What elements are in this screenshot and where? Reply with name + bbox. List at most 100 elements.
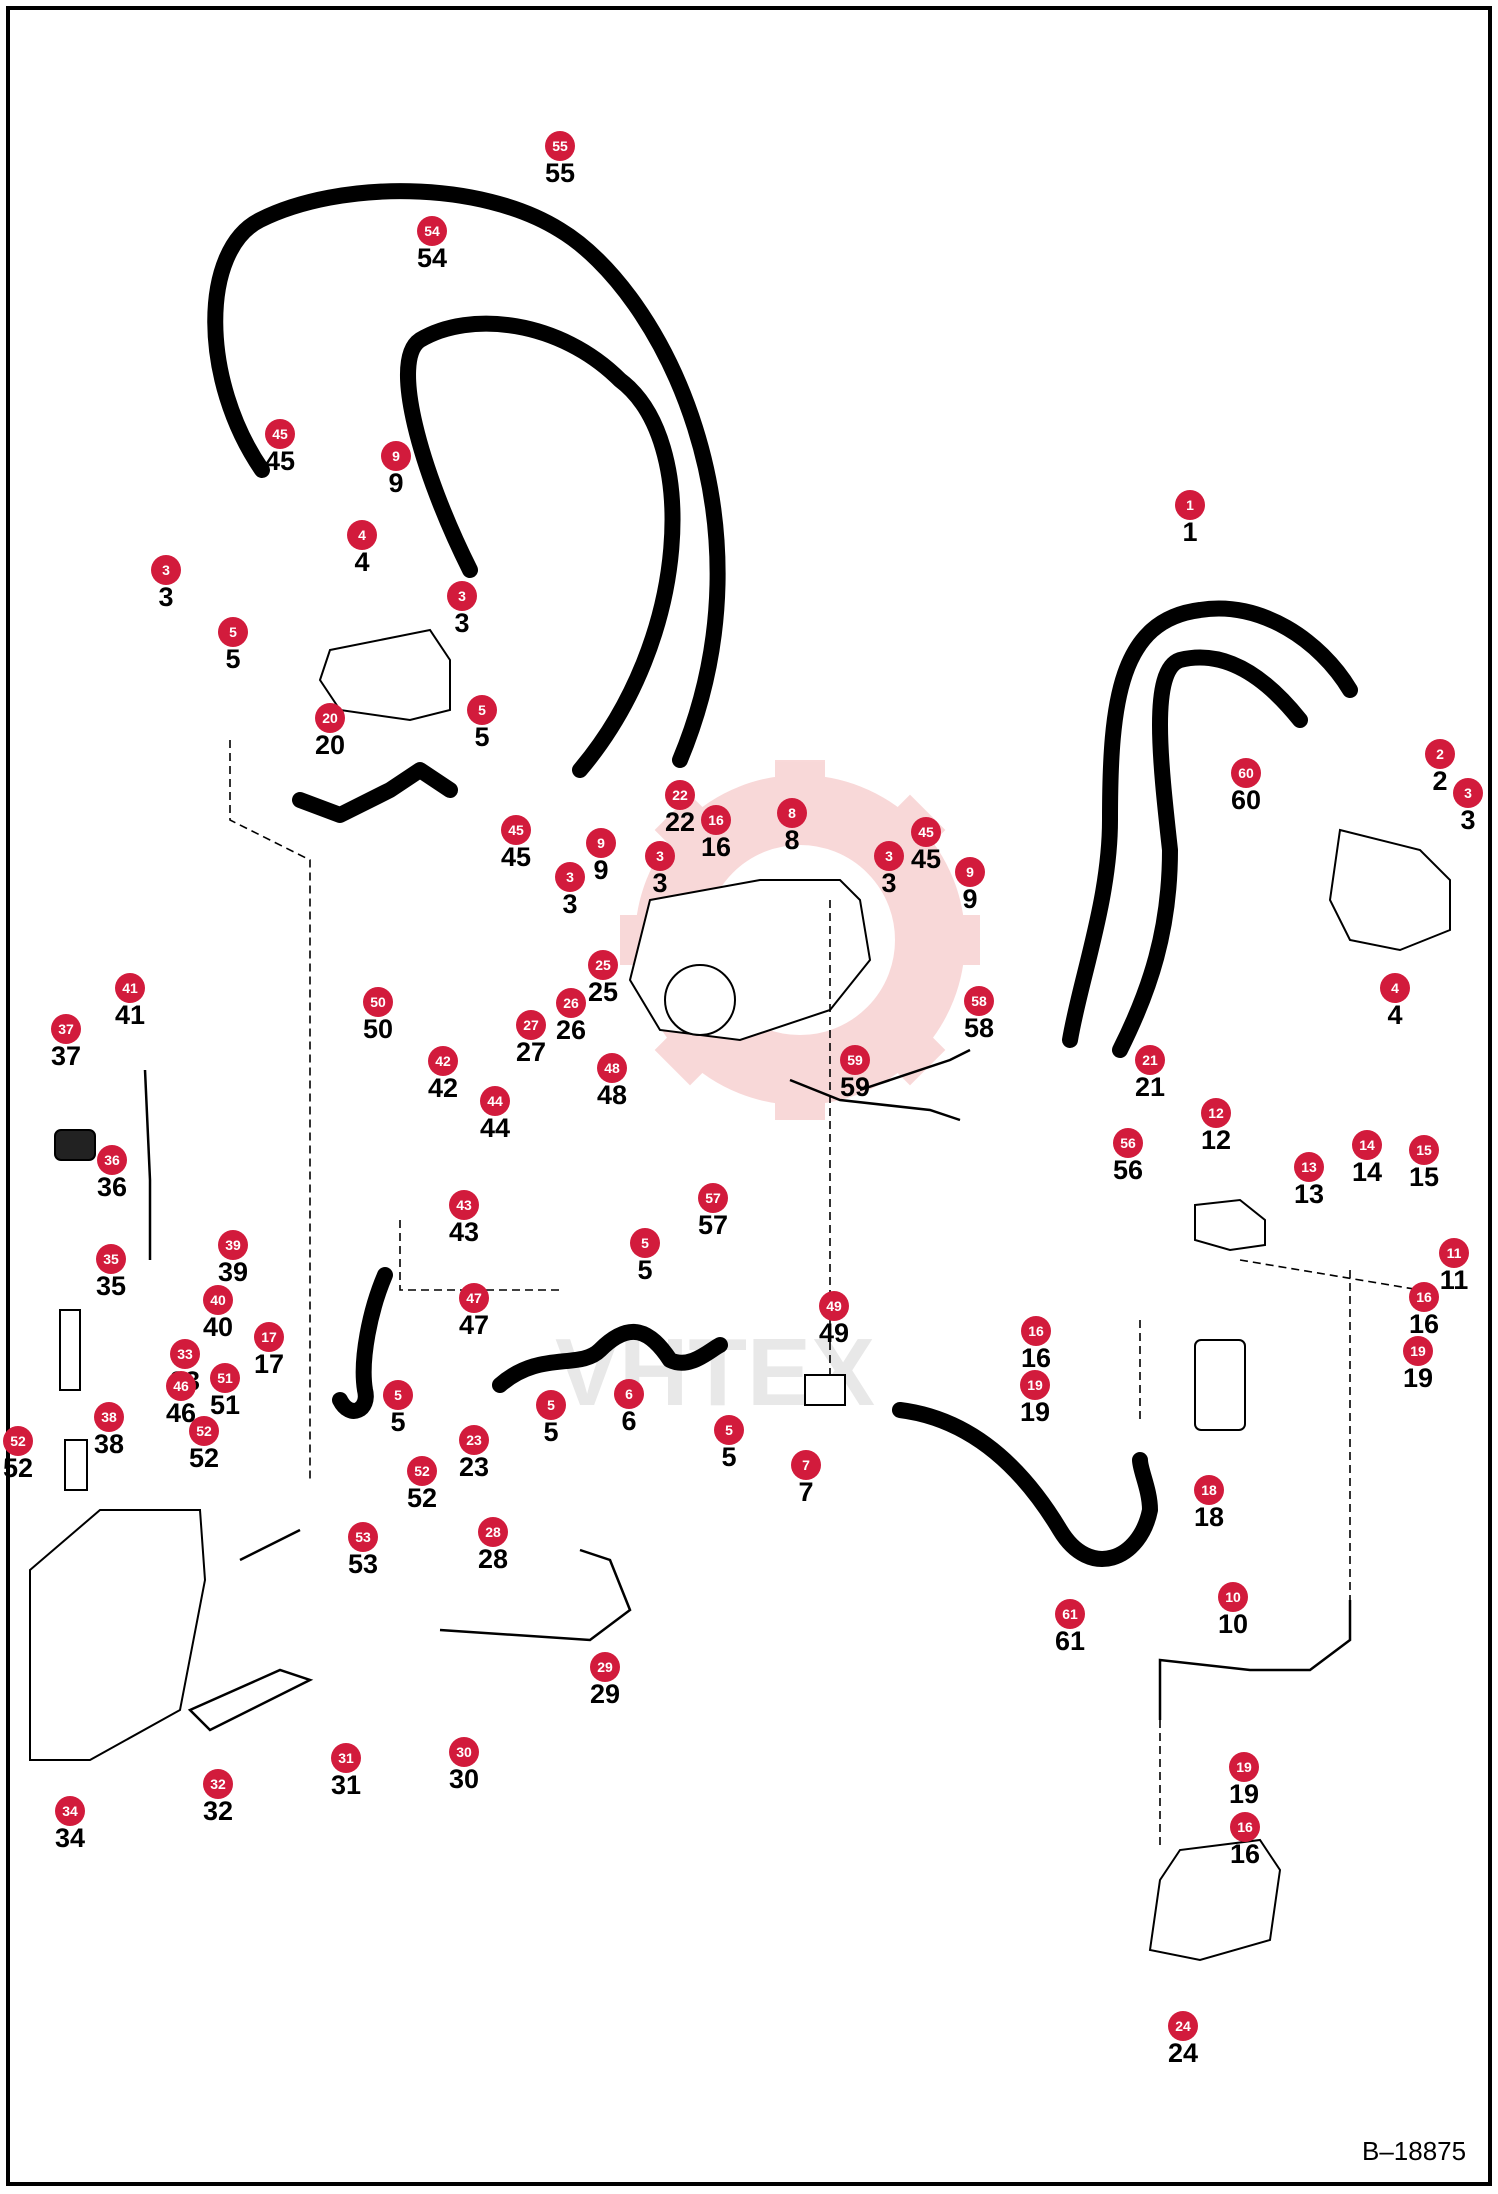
callout-badge-number: 59 bbox=[847, 1052, 863, 1068]
part-number-label: 9 bbox=[962, 884, 977, 914]
callout-badge-number: 34 bbox=[62, 1803, 78, 1819]
callout-badge bbox=[467, 695, 497, 725]
callout-badge-number: 41 bbox=[122, 980, 138, 996]
part-number-label: 6 bbox=[621, 1406, 636, 1436]
callout-badge-number: 37 bbox=[58, 1021, 74, 1037]
part-number-label: 16 bbox=[1409, 1309, 1439, 1339]
filter-18 bbox=[1194, 1339, 1246, 1431]
callout-badge-number: 45 bbox=[508, 822, 524, 838]
tube-59 bbox=[789, 1078, 961, 1122]
callout-badge bbox=[447, 581, 477, 611]
callout-badge-number: 23 bbox=[466, 1432, 482, 1448]
callout-badge bbox=[1201, 1098, 1231, 1128]
assembly-lines bbox=[229, 740, 1421, 1850]
callout-badge-number: 3 bbox=[458, 588, 466, 604]
callout-badge bbox=[714, 1415, 744, 1445]
part-number-label: 4 bbox=[354, 547, 369, 577]
callout-badge-number: 4 bbox=[1391, 980, 1399, 996]
part-number-label: 16 bbox=[701, 832, 731, 862]
callout-badge-number: 16 bbox=[1028, 1323, 1044, 1339]
callout-2: 22 bbox=[1425, 739, 1455, 796]
part-number-label: 17 bbox=[254, 1349, 284, 1379]
callout-badge-number: 4 bbox=[358, 527, 366, 543]
callout-badge-number: 5 bbox=[641, 1235, 649, 1251]
callout-badge-number: 29 bbox=[597, 1659, 613, 1675]
part-number-label: 19 bbox=[1403, 1363, 1433, 1393]
callout-6: 66 bbox=[614, 1379, 644, 1436]
part-number-label: 16 bbox=[1230, 1839, 1260, 1869]
part-number-label: 9 bbox=[388, 468, 403, 498]
part-number-label: 51 bbox=[210, 1390, 240, 1420]
callout-badge-number: 20 bbox=[322, 710, 338, 726]
callout-badge bbox=[166, 1371, 196, 1401]
callout-3: 33 bbox=[555, 862, 585, 919]
callout-badge bbox=[254, 1322, 284, 1352]
callout-badge-number: 24 bbox=[1175, 2018, 1191, 2034]
callout-5: 55 bbox=[218, 617, 248, 674]
callout-badge bbox=[1168, 2011, 1198, 2041]
part-number-label: 2 bbox=[1432, 766, 1447, 796]
part-number-label: 7 bbox=[798, 1477, 813, 1507]
callout-badge-number: 19 bbox=[1236, 1759, 1252, 1775]
shield-32 bbox=[187, 1668, 314, 1732]
tube-58 bbox=[859, 1048, 971, 1092]
callout-badge bbox=[218, 1230, 248, 1260]
callout-badge-number: 2 bbox=[1436, 746, 1444, 762]
callout-5: 55 bbox=[714, 1415, 744, 1472]
part-number-label: 38 bbox=[94, 1429, 124, 1459]
callout-badge-number: 55 bbox=[552, 138, 568, 154]
callout-badge bbox=[170, 1339, 200, 1369]
drawing-border bbox=[6, 6, 1492, 2186]
part-number-label: 9 bbox=[593, 855, 608, 885]
callout-badge bbox=[1352, 1130, 1382, 1160]
callout-badge bbox=[94, 1402, 124, 1432]
callout-badge bbox=[1020, 1370, 1050, 1400]
callout-badge bbox=[151, 555, 181, 585]
callout-badge bbox=[556, 988, 586, 1018]
part-number-label: 52 bbox=[407, 1483, 437, 1513]
callout-badge-number: 1 bbox=[1186, 497, 1194, 513]
part-number-label: 48 bbox=[597, 1080, 627, 1110]
part-number-label: 13 bbox=[1294, 1179, 1324, 1209]
callout-badge-number: 6 bbox=[625, 1386, 633, 1402]
cap-37 bbox=[54, 1129, 96, 1161]
callout-badge-number: 15 bbox=[1416, 1142, 1432, 1158]
callout-badge bbox=[1113, 1128, 1143, 1158]
callout-badge-number: 48 bbox=[604, 1060, 620, 1076]
callout-badge bbox=[348, 1522, 378, 1552]
callout-badge-number: 5 bbox=[229, 624, 237, 640]
callout-badge bbox=[1194, 1475, 1224, 1505]
callout-badge bbox=[449, 1737, 479, 1767]
callout-badge-number: 61 bbox=[1062, 1606, 1078, 1622]
callout-badge bbox=[218, 617, 248, 647]
callout-badge bbox=[1135, 1045, 1165, 1075]
part-number-label: 32 bbox=[203, 1796, 233, 1826]
part-number-label: 19 bbox=[1229, 1779, 1259, 1809]
callout-badge-number: 46 bbox=[173, 1378, 189, 1394]
part-number-label: 16 bbox=[1021, 1343, 1051, 1373]
callout-4: 44 bbox=[347, 520, 377, 577]
callout-badge-number: 49 bbox=[826, 1298, 842, 1314]
callout-badge bbox=[363, 987, 393, 1017]
callout-badge-number: 16 bbox=[1237, 1819, 1253, 1835]
callout-badge-number: 19 bbox=[1410, 1343, 1426, 1359]
hose-47 bbox=[332, 1267, 393, 1419]
part-number-label: 49 bbox=[819, 1318, 849, 1348]
callout-badge bbox=[614, 1379, 644, 1409]
callout-badge bbox=[480, 1086, 510, 1116]
callout-badge-number: 9 bbox=[597, 835, 605, 851]
